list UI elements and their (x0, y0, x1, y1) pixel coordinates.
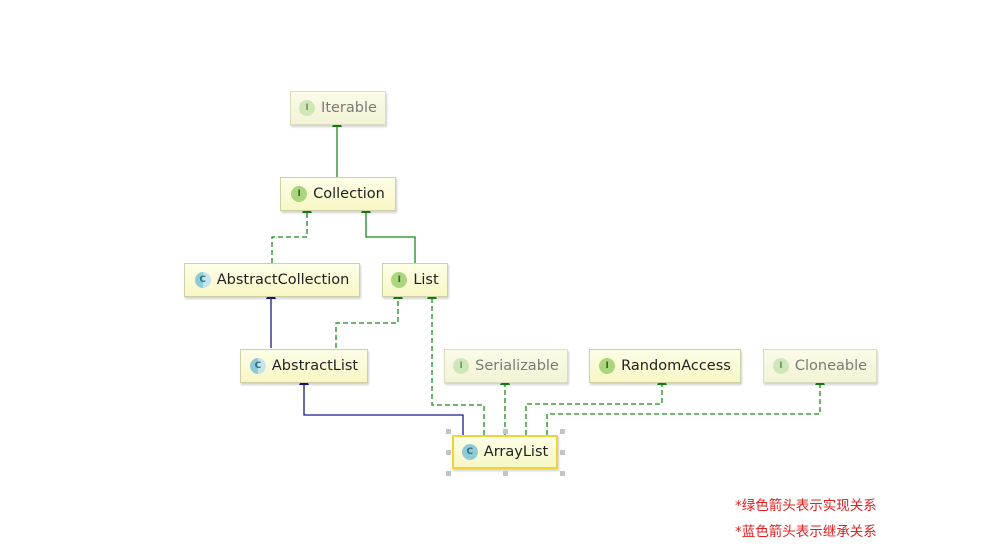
node-abstract-list[interactable]: C AbstractList (240, 349, 368, 383)
node-collection[interactable]: I Collection (280, 177, 396, 211)
node-iterable-label: Iterable (321, 100, 377, 116)
interface-icon: I (453, 358, 470, 374)
edge-abstractcollection-collection (271, 203, 312, 263)
node-serializable-label: Serializable (475, 358, 559, 374)
node-serializable[interactable]: I Serializable (444, 349, 568, 383)
node-list[interactable]: I List (382, 263, 448, 297)
node-cloneable[interactable]: I Cloneable (763, 349, 877, 383)
node-random-access[interactable]: I RandomAccess (589, 349, 741, 383)
node-array-list[interactable]: C ArrayList (452, 435, 558, 469)
node-abstract-list-label: AbstractList (271, 358, 359, 374)
edge-arraylist-list (427, 289, 485, 435)
node-random-access-label: RandomAccess (621, 358, 731, 374)
selection-handle-bottom-center[interactable] (503, 471, 508, 476)
edge-list-collection (361, 203, 416, 263)
node-cloneable-label: Cloneable (794, 358, 868, 374)
edge-arraylist-randomaccess (525, 375, 667, 435)
interface-icon: I (391, 272, 408, 288)
selection-handle-middle-left[interactable] (446, 450, 451, 455)
node-iterable[interactable]: I Iterable (290, 91, 386, 125)
interface-icon: I (772, 358, 789, 374)
edge-abstractlist-list (335, 289, 403, 348)
class-icon: C (461, 444, 478, 460)
node-list-label: List (413, 272, 439, 288)
node-array-list-label: ArrayList (483, 444, 549, 460)
edge-arraylist-abstractlist (299, 375, 464, 435)
node-abstract-collection-label: AbstractCollection (216, 272, 350, 288)
node-abstract-collection[interactable]: C AbstractCollection (184, 263, 360, 297)
interface-icon: I (599, 358, 616, 374)
interface-icon: I (299, 100, 316, 116)
selection-handle-top-left[interactable] (446, 429, 451, 434)
selection-handle-bottom-right[interactable] (560, 471, 565, 476)
legend-blue-arrow-note: *蓝色箭头表示继承关系 (735, 524, 877, 540)
edge-arraylist-cloneable (546, 375, 825, 435)
abstract-class-icon: C (249, 358, 266, 374)
selection-handle-top-right[interactable] (560, 429, 565, 434)
interface-icon: I (291, 186, 308, 202)
abstract-class-icon: C (194, 272, 211, 288)
selection-handle-bottom-left[interactable] (446, 471, 451, 476)
legend-green-arrow-note: *绿色箭头表示实现关系 (735, 498, 877, 514)
node-collection-label: Collection (313, 186, 385, 202)
selection-handle-middle-right[interactable] (560, 450, 565, 455)
selection-handle-top-center[interactable] (503, 429, 508, 434)
